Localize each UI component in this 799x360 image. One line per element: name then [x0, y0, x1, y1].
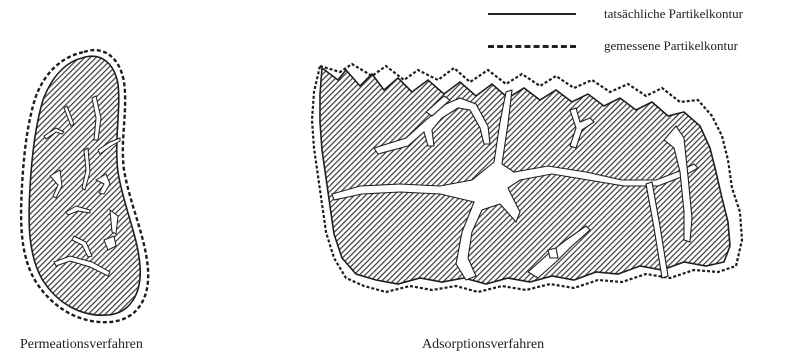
solid-line-swatch: [488, 13, 576, 15]
legend-label-actual-contour: tatsächliche Partikelkontur: [604, 6, 743, 22]
caption-permeation: Permeationsverfahren: [20, 337, 143, 353]
legend-item-measured-contour: gemessene Partikelkontur: [488, 38, 738, 54]
permeation-particle: [21, 50, 148, 322]
caption-adsorption: Adsorptionsverfahren: [422, 337, 544, 353]
legend-label-measured-contour: gemessene Partikelkontur: [604, 38, 738, 54]
adsorption-particle: [312, 64, 742, 292]
dashed-line-swatch: [488, 45, 576, 48]
legend-item-actual-contour: tatsächliche Partikelkontur: [488, 6, 743, 22]
